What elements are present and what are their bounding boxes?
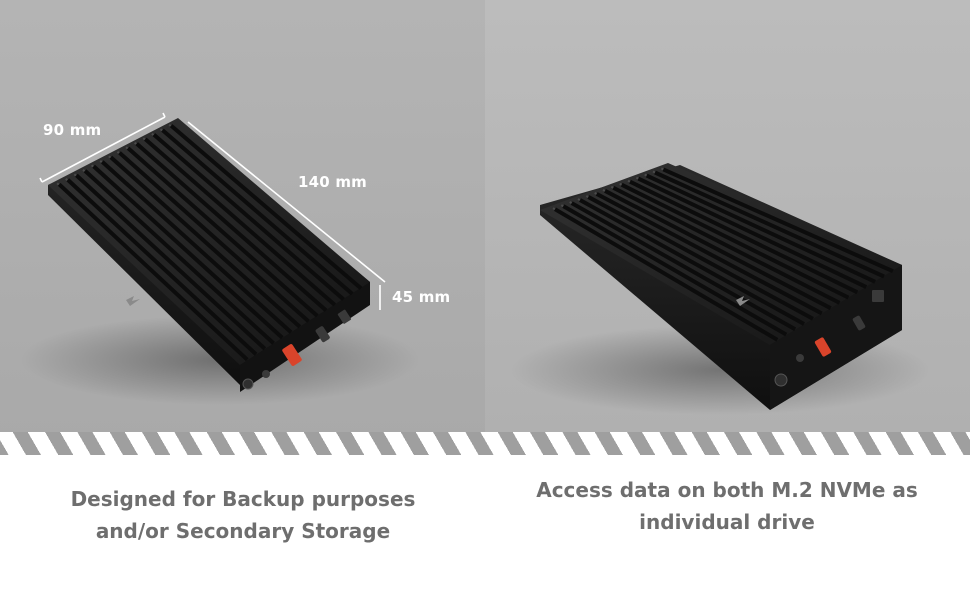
- width-dimension-label: 90 mm: [43, 121, 102, 139]
- left-power-button-icon: [242, 378, 254, 390]
- right-fin: [579, 198, 805, 326]
- left-fin: [135, 142, 328, 312]
- left-ethernet-port: [337, 309, 352, 324]
- dimension-lines: [39, 112, 386, 310]
- right-power-jack: [796, 354, 804, 362]
- left-fin: [152, 133, 345, 301]
- right-usb-port-red: [814, 337, 832, 357]
- right-enclosure-front: [770, 265, 902, 410]
- left-fin: [109, 155, 302, 329]
- right-fin: [595, 192, 823, 316]
- left-enclosure: [20, 118, 420, 405]
- divider-fade: [0, 455, 970, 467]
- left-usb-port-red: [282, 344, 302, 366]
- left-caption-line-2: and/or Secondary Storage: [95, 519, 391, 543]
- right-fin: [570, 201, 797, 332]
- height-dimension-label: 45 mm: [392, 288, 451, 306]
- right-usb-c-port: [852, 315, 866, 331]
- left-usb-c-port: [315, 326, 330, 343]
- left-fin: [118, 151, 310, 323]
- left-fin: [83, 169, 275, 345]
- left-cooling-fins: [56, 123, 363, 362]
- right-fin: [587, 195, 814, 321]
- right-caption-line-1: Access data on both M.2 NVMe as: [536, 478, 918, 502]
- left-fin: [126, 146, 319, 318]
- left-brand-logo: [126, 296, 140, 306]
- right-caption-line-2: individual drive: [639, 510, 815, 534]
- left-power-jack: [262, 370, 270, 378]
- right-fin: [629, 179, 859, 295]
- left-fin: [57, 182, 249, 362]
- right-fin: [553, 207, 779, 342]
- left-fin: [100, 160, 293, 334]
- left-fin: [169, 124, 363, 290]
- length-dimension-line: [187, 121, 386, 283]
- left-fin: [92, 164, 284, 340]
- left-fin: [66, 178, 258, 356]
- right-brand-logo: [736, 296, 750, 306]
- right-fin: [637, 176, 868, 289]
- left-fin: [75, 173, 267, 351]
- left-fin: [143, 137, 337, 307]
- right-ethernet-port: [872, 290, 884, 302]
- right-power-button-icon: [774, 373, 788, 387]
- left-caption-line-1: Designed for Backup purposes: [70, 487, 416, 511]
- right-cooling-fins: [552, 167, 894, 342]
- right-fin: [612, 185, 841, 305]
- right-fin: [654, 170, 885, 279]
- right-fin: [562, 204, 788, 337]
- right-fin: [645, 173, 876, 284]
- right-fin: [604, 189, 832, 310]
- right-enclosure: [510, 163, 930, 415]
- product-illustrations: [20, 112, 930, 415]
- right-fin: [620, 182, 850, 300]
- left-enclosure-front: [240, 282, 370, 392]
- left-caption: Designed for Backup purposes and/or Seco…: [28, 483, 458, 547]
- right-caption: Access data on both M.2 NVMe as individu…: [512, 474, 942, 538]
- length-dimension-label: 140 mm: [298, 173, 367, 191]
- right-fin: [662, 167, 894, 274]
- width-dimension-line: [41, 116, 166, 183]
- left-fin: [161, 128, 354, 296]
